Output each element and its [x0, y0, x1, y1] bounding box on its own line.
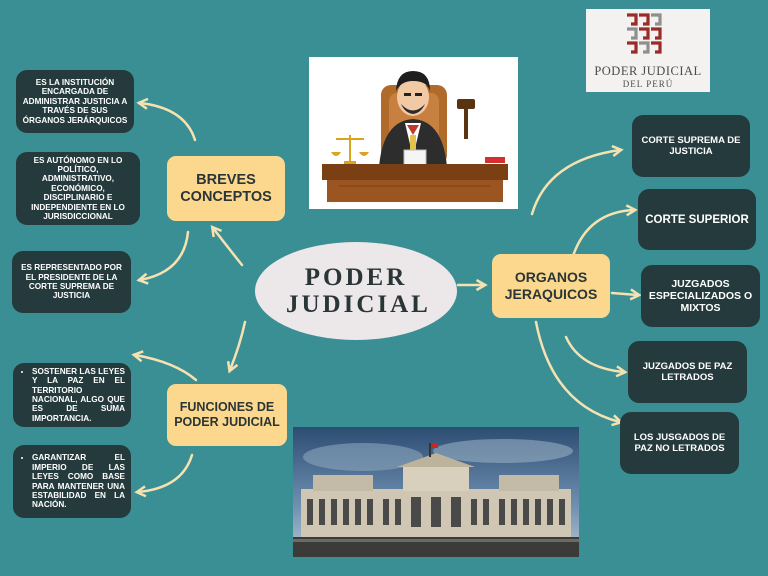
organos-node: ORGANOS JERAQUICOS	[492, 254, 610, 318]
breves-item-1-text: ES LA INSTITUCIÓN ENCARGADA DE ADMINISTR…	[22, 77, 128, 125]
breves-item-3: ES REPRESENTADO POR EL PRESIDENTE DE LA …	[12, 251, 131, 313]
organos-item-3-text: JUZGADOS ESPECIALIZADOS O MIXTOS	[648, 278, 753, 314]
organos-item-5: LOS JUSGADOS DE PAZ NO LETRADOS	[620, 412, 739, 474]
funciones-item-2-text: GARANTIZAR EL IMPERIO DE LAS LEYES COMO …	[32, 453, 125, 509]
organos-item-5-text: LOS JUSGADOS DE PAZ NO LETRADOS	[633, 432, 726, 454]
funciones-item-1-text: SOSTENER LAS LEYES Y LA PAZ EN EL TERRIT…	[32, 367, 125, 423]
organos-item-1: CORTE SUPREMA DE JUSTICIA	[632, 115, 750, 177]
logo-title: PODER JUDICIAL	[594, 64, 702, 78]
funciones-label: FUNCIONES DE PODER JUDICIAL	[174, 400, 280, 429]
breves-item-3-text: ES REPRESENTADO POR EL PRESIDENTE DE LA …	[21, 263, 122, 301]
center-node: PODER JUDICIAL	[255, 242, 457, 340]
breves-item-1: ES LA INSTITUCIÓN ENCARGADA DE ADMINISTR…	[16, 70, 134, 133]
funciones-item-2: GARANTIZAR EL IMPERIO DE LAS LEYES COMO …	[13, 445, 131, 518]
palace-of-justice-photo	[293, 427, 579, 557]
center-title: PODER JUDICIAL	[286, 264, 431, 318]
organos-item-2-text: CORTE SUPERIOR	[645, 213, 749, 226]
organos-item-3: JUZGADOS ESPECIALIZADOS O MIXTOS	[641, 265, 760, 327]
organos-item-4-text: JUZGADOS DE PAZ LETRADOS	[642, 361, 733, 383]
poder-judicial-logo: PODER JUDICIAL DEL PERÚ	[586, 9, 710, 92]
organos-item-1-text: CORTE SUPREMA DE JUSTICIA	[641, 135, 741, 157]
judge-illustration	[309, 57, 518, 209]
organos-item-2: CORTE SUPERIOR	[638, 189, 756, 250]
funciones-node: FUNCIONES DE PODER JUDICIAL	[167, 384, 287, 446]
breves-item-2: ES AUTÓNOMO EN LO POLÍTICO, ADMINISTRATI…	[16, 152, 140, 225]
organos-item-4: JUZGADOS DE PAZ LETRADOS	[628, 341, 747, 403]
breves-conceptos-node: BREVES CONCEPTOS	[167, 156, 285, 221]
logo-subtitle: DEL PERÚ	[622, 79, 674, 89]
breves-label: BREVES CONCEPTOS	[180, 171, 272, 205]
breves-item-2-text: ES AUTÓNOMO EN LO POLÍTICO, ADMINISTRATI…	[31, 155, 125, 222]
logo-emblem-icon	[627, 13, 662, 54]
funciones-item-1: SOSTENER LAS LEYES Y LA PAZ EN EL TERRIT…	[13, 363, 131, 427]
organos-label: ORGANOS JERAQUICOS	[504, 269, 598, 302]
